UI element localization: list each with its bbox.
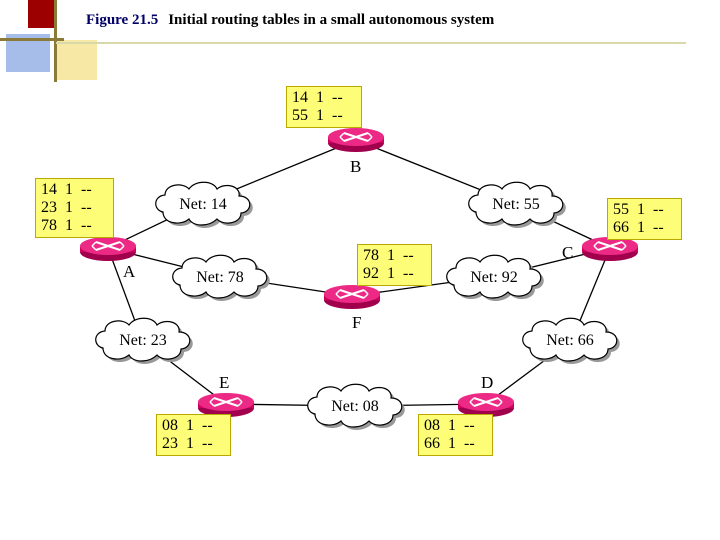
cloud-net08: Net: 08 bbox=[307, 383, 405, 430]
cloud-net66: Net: 66 bbox=[522, 317, 620, 364]
table-row: 55 1 -- bbox=[292, 107, 343, 124]
corner-decoration-vline bbox=[54, 0, 57, 82]
title-rule bbox=[56, 42, 686, 44]
table-row: 14 1 -- bbox=[41, 181, 92, 198]
routing-table-d: 08 1 -- 66 1 -- bbox=[418, 414, 493, 456]
router-c[interactable] bbox=[581, 236, 639, 262]
table-row: 66 1 -- bbox=[613, 219, 664, 236]
cloud-net08-label: Net: 08 bbox=[331, 398, 379, 415]
figure-caption: Initial routing tables in a small autono… bbox=[168, 12, 495, 28]
router-label-f: F bbox=[352, 313, 362, 332]
cloud-net55-label: Net: 55 bbox=[492, 196, 540, 213]
cloud-net66-label: Net: 66 bbox=[546, 332, 594, 349]
table-row: 66 1 -- bbox=[424, 435, 475, 452]
figure-title: Figure 21.5 Initial routing tables in a s… bbox=[86, 12, 494, 29]
cloud-net55: Net: 55 bbox=[468, 181, 566, 228]
table-row: 92 1 -- bbox=[363, 265, 414, 282]
corner-decoration-hline bbox=[0, 38, 64, 41]
routing-table-a: 14 1 -- 23 1 -- 78 1 -- bbox=[35, 178, 114, 238]
routing-table-e: 08 1 -- 23 1 -- bbox=[156, 414, 231, 456]
cloud-net23-label: Net: 23 bbox=[119, 332, 167, 349]
table-row: 08 1 -- bbox=[162, 417, 213, 434]
table-row: 78 1 -- bbox=[41, 217, 92, 234]
table-row: 78 1 -- bbox=[363, 247, 414, 264]
cloud-net78-label: Net: 78 bbox=[196, 269, 244, 286]
router-label-a: A bbox=[123, 262, 136, 281]
table-row: 55 1 -- bbox=[613, 201, 664, 218]
router-f[interactable] bbox=[323, 284, 381, 310]
routing-table-f: 78 1 -- 92 1 -- bbox=[357, 244, 432, 286]
routing-table-c: 55 1 -- 66 1 -- bbox=[607, 198, 682, 240]
cloud-net92: Net: 92 bbox=[446, 254, 544, 301]
cloud-net23: Net: 23 bbox=[95, 317, 193, 364]
table-row: 23 1 -- bbox=[162, 435, 213, 452]
cloud-net78: Net: 78 bbox=[172, 254, 270, 301]
table-row: 23 1 -- bbox=[41, 199, 92, 216]
router-label-e: E bbox=[219, 373, 230, 392]
router-b[interactable] bbox=[327, 127, 385, 153]
cloud-net14: Net: 14 bbox=[155, 181, 253, 228]
table-row: 14 1 -- bbox=[292, 89, 343, 106]
corner-decoration-yellow bbox=[55, 40, 97, 80]
router-label-d: D bbox=[481, 373, 494, 392]
figure-number: Figure 21.5 bbox=[86, 12, 159, 28]
router-label-c: C bbox=[562, 243, 574, 262]
router-label-b: B bbox=[350, 157, 362, 176]
router-a[interactable] bbox=[79, 236, 137, 262]
corner-decoration-red bbox=[28, 0, 55, 28]
cloud-net14-label: Net: 14 bbox=[179, 196, 227, 213]
routing-table-b: 14 1 -- 55 1 -- bbox=[286, 86, 362, 128]
table-row: 08 1 -- bbox=[424, 417, 475, 434]
cloud-net92-label: Net: 92 bbox=[470, 269, 518, 286]
